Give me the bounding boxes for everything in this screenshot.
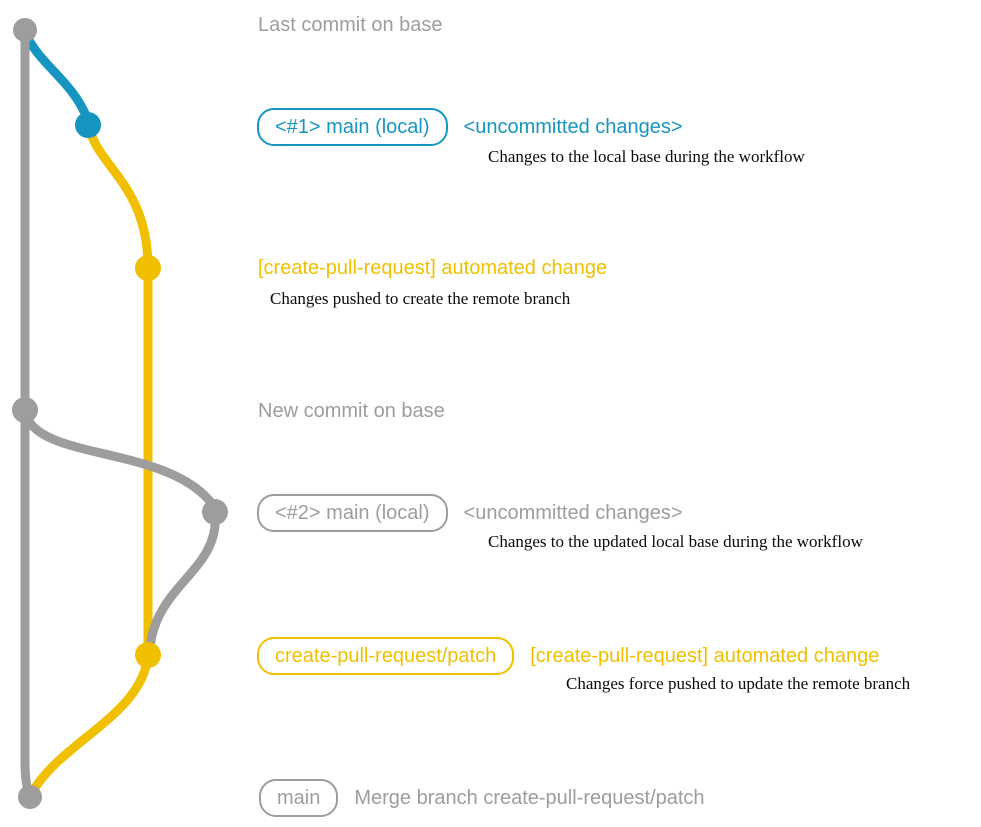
commit-node-new-base (12, 397, 38, 423)
patch-row: create-pull-request/patch [create-pull-r… (257, 637, 879, 675)
branch1-badge: <#1> main (local) (257, 108, 448, 146)
patch-badge: create-pull-request/patch (257, 637, 515, 675)
edge-gray-branch-in (145, 507, 220, 653)
new-commit-label: New commit on base (258, 400, 445, 422)
merge-message: Merge branch create-pull-request/patch (354, 786, 705, 809)
branch2-description: Changes to the updated local base during… (488, 532, 863, 551)
last-commit-label: Last commit on base (258, 14, 443, 36)
commit-node-merge (18, 785, 42, 809)
commit-node-automated-2 (135, 642, 161, 668)
edge-yellow-branch-out (83, 120, 153, 273)
edge-yellow-branch-merge (27, 650, 153, 798)
edge-teal-branch (20, 27, 92, 123)
branch1-status: <uncommitted changes> (463, 115, 683, 138)
branch2-row: <#2> main (local) <uncommitted changes> (257, 494, 683, 532)
main-badge: main (259, 779, 339, 817)
edge-gray-branch-out (20, 407, 218, 510)
push2-description: Changes force pushed to update the remot… (566, 674, 911, 693)
git-graph (12, 18, 228, 809)
branch2-badge: <#2> main (local) (257, 494, 448, 532)
commit-node-last-base (13, 18, 37, 42)
commit-node-automated-1 (135, 255, 161, 281)
push1-description: Changes pushed to create the remote bran… (270, 289, 571, 308)
branch2-status: <uncommitted changes> (463, 501, 683, 524)
commit-node-main-local-2 (202, 499, 228, 525)
commit-node-main-local-1 (75, 112, 101, 138)
branch1-row: <#1> main (local) <uncommitted changes> (257, 108, 683, 146)
merge-row: main Merge branch create-pull-request/pa… (259, 779, 705, 817)
branch1-description: Changes to the local base during the wor… (488, 147, 805, 166)
push2-title: [create-pull-request] automated change (530, 644, 880, 667)
push1-title: [create-pull-request] automated change (258, 257, 608, 279)
